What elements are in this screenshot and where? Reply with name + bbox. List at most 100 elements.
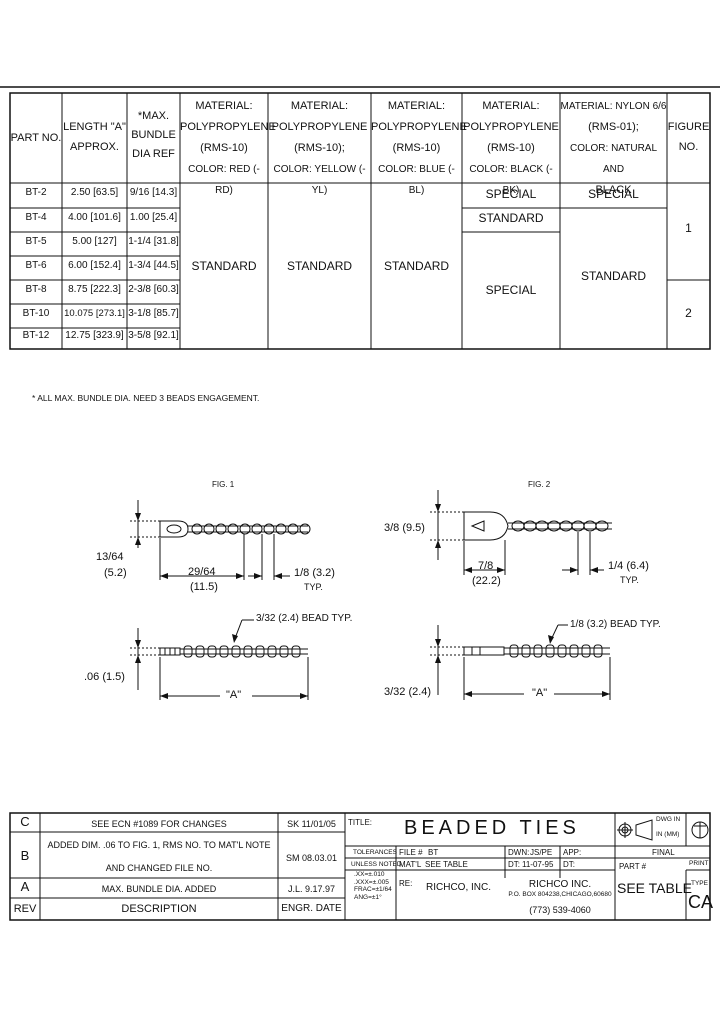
cell-figure-2: 2 <box>685 306 692 320</box>
cell-part: BT-6 <box>25 260 47 271</box>
fig2-dim-height: 3/8 (9.5) <box>384 522 425 534</box>
cell-dia: 3-1/8 [85.7] <box>128 308 179 319</box>
cell-length: 4.00 [101.6] <box>68 212 121 223</box>
header-blue-line4: COLOR: BLUE (-BL) <box>378 164 455 196</box>
unless-noted-label: UNLESS NOTED <box>351 861 402 868</box>
print-type-value: CA <box>688 892 714 912</box>
fig1-dim-head: 29/64 <box>188 566 216 578</box>
table-row: BT-6 6.00 [152.4] 1-3/4 [44.5] <box>10 257 180 281</box>
app-label: APP: <box>563 848 582 857</box>
cell-part: BT-5 <box>25 236 47 247</box>
fig2-thickness: 3/32 (2.4) <box>384 686 432 698</box>
cell-length: 8.75 [222.3] <box>68 284 121 295</box>
header-length-line1: LENGTH "A" <box>63 121 126 133</box>
cell-length: 2.50 [63.5] <box>70 187 119 198</box>
rev-header-rev: REV <box>13 903 37 915</box>
header-max-bundle-line3: DIA REF <box>132 148 175 160</box>
header-part-no: PART NO. <box>10 132 62 144</box>
fig1-dim-pitch-typ: TYP. <box>304 582 323 592</box>
header-nylon-line1: MATERIAL: NYLON 6/6 <box>560 101 667 112</box>
header-yellow: MATERIAL: POLYPROPYLENE (RMS-10); COLOR:… <box>268 96 371 201</box>
header-black-line1: MATERIAL: <box>482 100 540 112</box>
part-value: SEE TABLE <box>617 880 692 896</box>
header-figure-line2: NO. <box>678 141 699 153</box>
rev-header-description: DESCRIPTION <box>121 903 197 915</box>
header-figure-line1: FIGURE <box>667 121 710 133</box>
fig1-length-a: "A" <box>226 689 242 701</box>
rev-letter-c: C <box>20 814 30 829</box>
cell-nylon-standard: STANDARD <box>580 269 647 283</box>
cell-dia: 9/16 [14.3] <box>129 187 178 198</box>
cell-blue-standard: STANDARD <box>383 259 450 273</box>
header-blue: MATERIAL: POLYPROPYLENE (RMS-10) COLOR: … <box>371 96 467 201</box>
cell-length: 5.00 [127] <box>72 236 117 247</box>
tolerance-list: .XX=±.010 .XXX=±.005 FRAC=±1/64 ANG=±1° <box>354 871 392 901</box>
part-label: PART # <box>619 862 647 871</box>
matl-label: MAT'L <box>399 860 422 869</box>
header-yellow-line1: MATERIAL: <box>290 100 349 112</box>
fig2-side-view <box>430 624 611 700</box>
header-black-line4: COLOR: BLACK (-BK) <box>469 164 553 196</box>
print-label: PRINT <box>689 860 709 867</box>
in-mm-label: IN (MM) <box>656 831 680 838</box>
header-yellow-line3: (RMS-10); <box>294 142 345 154</box>
header-nylon-line3: COLOR: NATURAL AND <box>569 143 658 175</box>
cell-part: BT-12 <box>22 330 50 341</box>
cell-dia: 1-3/4 [44.5] <box>128 260 179 271</box>
cell-dia: 3-5/8 [92.1] <box>128 330 179 341</box>
tolerances-label: TOLERANCES <box>353 849 397 856</box>
header-black-line3: (RMS-10) <box>487 142 535 154</box>
cell-part: BT-8 <box>25 284 47 295</box>
header-black: MATERIAL: POLYPROPYLENE (RMS-10) COLOR: … <box>462 96 560 201</box>
dwg-in-label: DWG IN <box>656 816 681 823</box>
re-label: RE: <box>399 879 413 888</box>
fig2-dim-head-mm: (22.2) <box>472 575 501 587</box>
cell-part: BT-10 <box>22 308 50 319</box>
fig1-thickness: .06 (1.5) <box>84 671 125 683</box>
fig2-dim-pitch: 1/4 (6.4) <box>608 560 649 572</box>
company-address: P.O. BOX 804238,CHICAGO,60680 <box>508 891 612 898</box>
header-nylon: MATERIAL: NYLON 6/6 (RMS-01); COLOR: NAT… <box>560 96 667 201</box>
header-nylon-line2: (RMS-01); <box>588 121 639 133</box>
rev-desc-a: MAX. BUNDLE DIA. ADDED <box>101 884 217 894</box>
dwn-value: JS/PE <box>530 848 553 857</box>
table-row: BT-10 10.075 [273.1] 3-1/8 [85.7] <box>10 305 180 329</box>
header-red-line3: (RMS-10) <box>200 142 248 154</box>
fig2-dim-pitch-typ: TYP. <box>620 575 639 585</box>
dt-label: DT: <box>508 860 520 869</box>
cell-length: 10.075 [273.1] <box>64 308 125 319</box>
fig1-bead-label: 3/32 (2.4) BEAD TYP. <box>256 613 353 624</box>
header-max-bundle-line2: BUNDLE <box>131 129 176 141</box>
final-label: FINAL <box>652 848 675 857</box>
header-black-line2: POLYPROPYLENE <box>463 121 559 133</box>
header-red: MATERIAL: POLYPROPYLENE (RMS-10) COLOR: … <box>180 96 276 201</box>
header-yellow-line4: COLOR: YELLOW (-YL) <box>273 164 366 196</box>
re-value: RICHCO, INC. <box>426 882 491 893</box>
cell-yellow-standard: STANDARD <box>286 259 353 273</box>
header-blue-line1: MATERIAL: <box>387 100 446 112</box>
header-blue-line3: (RMS-10) <box>392 142 441 154</box>
table-row: BT-5 5.00 [127] 1-1/4 [31.8] <box>10 233 180 257</box>
company-phone: (773) 539-4060 <box>529 905 591 915</box>
header-max-bundle: *MAX. BUNDLE DIA REF <box>127 107 180 164</box>
table-row: BT-12 12.75 [323.9] 3-5/8 [92.1] <box>10 329 180 349</box>
fig1-dim-pitch: 1/8 (3.2) <box>294 567 335 579</box>
fig1-side-view <box>130 619 309 700</box>
table-row: BT-8 8.75 [222.3] 2-3/8 [60.3] <box>10 281 180 305</box>
rev-header-engr-date: ENGR. DATE <box>281 903 342 914</box>
cell-length: 12.75 [323.9] <box>65 330 124 341</box>
cell-black-standard: STANDARD <box>478 211 544 225</box>
cell-part: BT-4 <box>25 212 47 223</box>
cell-figure-1: 1 <box>685 221 692 235</box>
tolerance-line: ANG=±1° <box>354 893 382 901</box>
header-red-line1: MATERIAL: <box>195 100 253 112</box>
fig1-dim-height: 13/64 <box>96 551 124 563</box>
rev-letter-a: A <box>20 879 30 894</box>
header-nylon-line4: BLACK <box>595 184 632 196</box>
cell-nylon-special: SPECIAL <box>588 187 639 201</box>
tolerance-line: .XXX=±.005 <box>354 878 389 886</box>
fig1-dim-height-mm: (5.2) <box>104 567 127 579</box>
fig2-top-view <box>430 490 612 575</box>
fig2-title: FIG. 2 <box>528 480 551 489</box>
